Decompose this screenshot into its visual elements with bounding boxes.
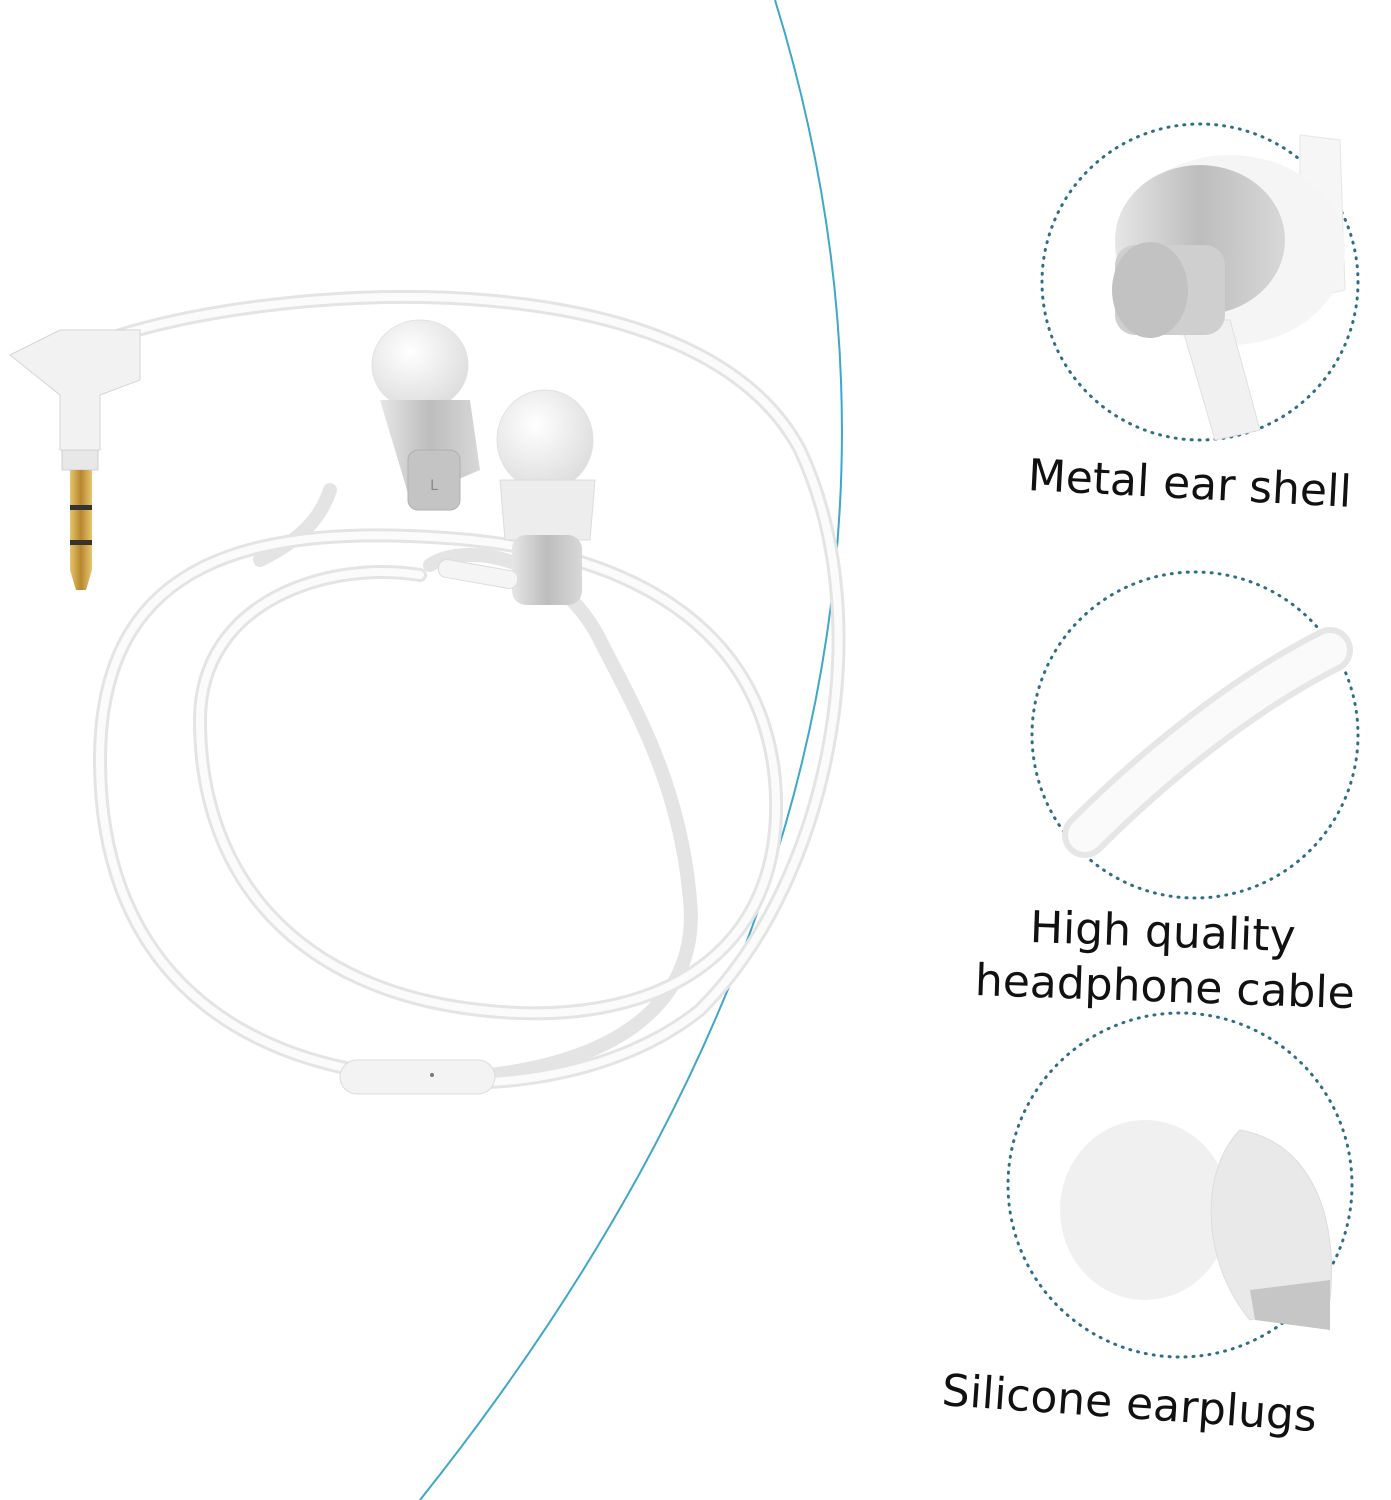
accent-arc	[419, 0, 843, 1500]
audio-jack	[9, 329, 141, 590]
earbud-marking-l: L	[430, 478, 438, 494]
earbud-right	[437, 389, 596, 605]
earbud-left: L	[371, 319, 480, 511]
feature-circle-earplugs	[1006, 1011, 1354, 1359]
cable-splitter	[339, 1059, 496, 1095]
feature-label-cable-line1: High quality	[1029, 902, 1297, 963]
feature-circle-cable	[1030, 570, 1360, 900]
feature-circle-ear-shell	[1040, 122, 1360, 442]
